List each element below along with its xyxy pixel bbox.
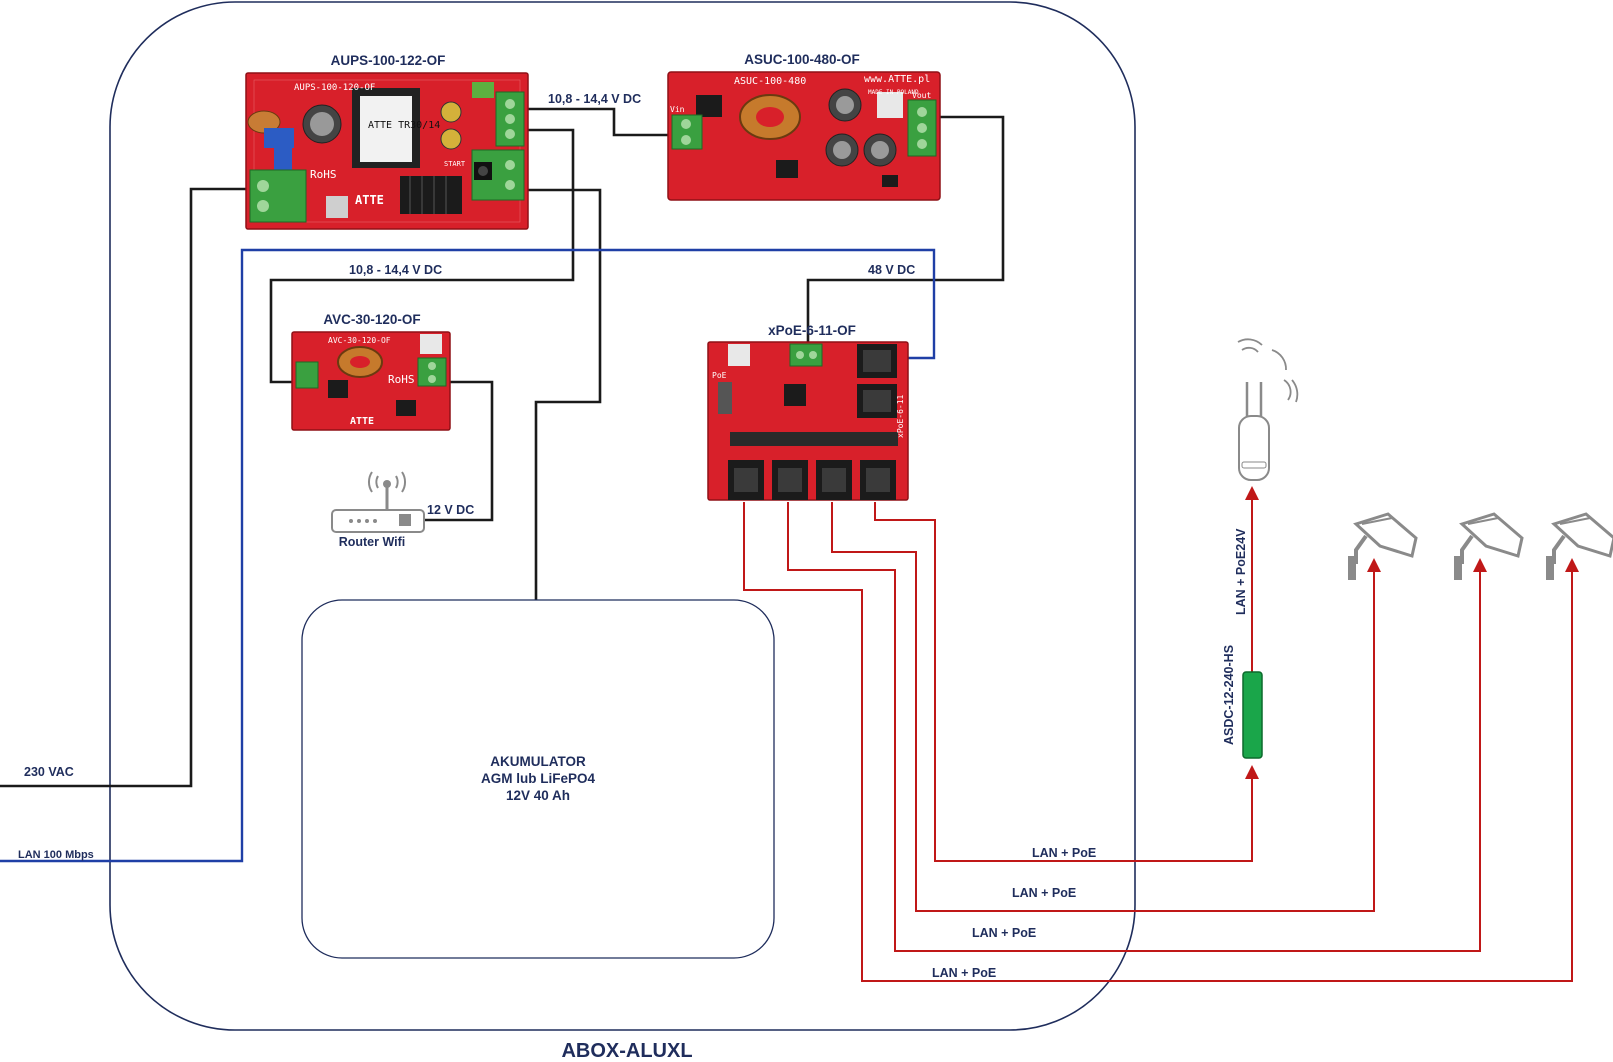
wire-poe-cam2 [787, 502, 1487, 952]
wire-avc-router [425, 380, 494, 522]
aups-silk-rohs: RoHS [310, 168, 337, 181]
diagram-title: ABOX-ALUXL [561, 1040, 692, 1062]
poe-wires [743, 486, 1579, 982]
asuc-module-label: ASUC-100-480-OF [744, 52, 860, 67]
avc-silk-rohs: RoHS [388, 373, 415, 386]
label-aups-asuc: 10,8 - 14,4 V DC [548, 92, 641, 106]
battery-line1: AKUMULATOR [490, 754, 586, 769]
label-mains: 230 VAC [24, 765, 74, 779]
asuc-silk-made: MADE IN POLAND [868, 89, 919, 96]
asuc-silk-vout: Vout [912, 91, 931, 100]
avc-silk-logo: ATTE [350, 416, 374, 427]
label-lan-in: LAN 100 Mbps [18, 849, 94, 861]
asuc-board: ASUC-100-480 www.ATTE.pl MADE IN POLAND … [667, 71, 941, 201]
asdc-converter [1242, 671, 1263, 759]
wire-mains [0, 187, 246, 788]
wire-lan-in [0, 248, 936, 863]
label-asuc-xpoe: 48 V DC [868, 263, 915, 277]
wire-poe-cam1 [831, 502, 1381, 912]
xpoe-silk-poe: PoE [712, 371, 727, 380]
asuc-silk-vin: Vin [670, 105, 685, 114]
wire-aups-asuc [528, 107, 668, 137]
camera-icon [1348, 512, 1418, 580]
label-lan-poe24: LAN + PoE24V [1234, 528, 1248, 615]
xpoe-silk-side: xPoE-6-11 [896, 394, 905, 438]
asuc-silk-model: ASUC-100-480 [734, 76, 806, 87]
avc-silk-model: AVC-30-120-OF [328, 336, 391, 345]
aups-transformer-label: ATTE TR30/14 [368, 120, 440, 131]
label-lan-poe-2: LAN + PoE [1012, 886, 1076, 900]
router-label: Router Wifi [339, 535, 406, 549]
aups-silk-model: AUPS-100-120-OF [294, 83, 375, 93]
avc-board: AVC-30-120-OF RoHS ATTE [291, 331, 451, 431]
label-avc-router: 12 V DC [427, 503, 474, 517]
access-point-icon [1237, 338, 1299, 481]
asuc-silk-www: www.ATTE.pl [864, 74, 930, 85]
router-icon [331, 471, 425, 533]
camera-icon [1546, 512, 1613, 580]
wire-aups-avc [269, 128, 575, 384]
label-aups-avc: 10,8 - 14,4 V DC [349, 263, 442, 277]
wire-poe-cam3 [743, 502, 1579, 982]
xpoe-board: PoE xPoE-6-11 [707, 341, 909, 501]
asdc-label: ASDC-12-240-HS [1222, 645, 1236, 745]
power-wires [0, 107, 1005, 788]
wire-poe-ap [874, 502, 1259, 862]
battery-box [301, 599, 775, 959]
xpoe-module-label: xPoE-6-11-OF [768, 323, 856, 338]
aups-board: ATTE TR30/14 AUPS-100-120-OF [245, 72, 529, 230]
aups-module-label: AUPS-100-122-OF [331, 53, 446, 68]
wire-aups-battery [528, 188, 602, 600]
aups-silk-start: START [444, 160, 466, 168]
label-lan-poe-4: LAN + PoE [932, 966, 996, 980]
enclosure-outline [109, 1, 1136, 1031]
wire-asuc-xpoe [806, 115, 1005, 352]
camera-icon [1454, 512, 1524, 580]
label-lan-poe-1: LAN + PoE [1032, 846, 1096, 860]
label-lan-poe-3: LAN + PoE [972, 926, 1036, 940]
aups-silk-logo: ATTE [355, 193, 384, 207]
avc-module-label: AVC-30-120-OF [323, 312, 420, 327]
battery-line2: AGM lub LiFePO4 [481, 771, 595, 786]
battery-line3: 12V 40 Ah [506, 788, 570, 803]
